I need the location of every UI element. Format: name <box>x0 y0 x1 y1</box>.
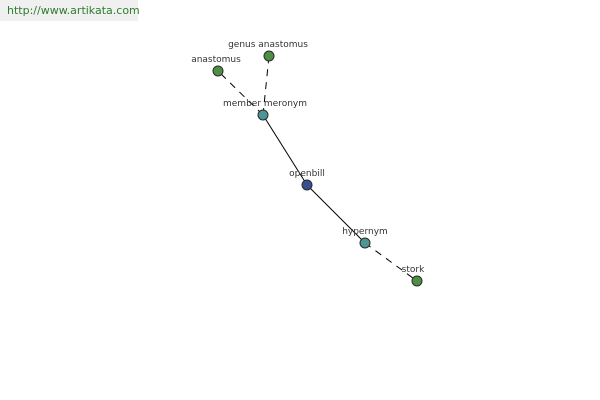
node-marker-member-meronym[interactable] <box>257 109 269 121</box>
edge-openbill-to-member-meronym <box>262 114 308 186</box>
node-member-meronym[interactable]: member meronym <box>223 99 307 121</box>
node-marker-anastomus[interactable] <box>212 65 224 77</box>
node-stork[interactable]: stork <box>402 265 425 287</box>
graph-edges <box>217 55 418 282</box>
node-marker-openbill[interactable] <box>301 179 313 191</box>
edge-hypernym-to-stork <box>364 242 418 282</box>
node-marker-stork[interactable] <box>411 275 423 287</box>
edge-openbill-to-hypernym <box>306 184 366 244</box>
node-label-genus-anastomus: genus anastomus <box>228 40 308 50</box>
node-marker-hypernym[interactable] <box>359 237 371 249</box>
node-label-hypernym: hypernym <box>342 227 388 237</box>
edge-member-meronym-to-genus-anastomus <box>262 55 270 116</box>
node-genus-anastomus[interactable]: genus anastomus <box>228 40 308 62</box>
graph-nodes: openbill member meronym hypernym anastomus g… <box>191 40 425 287</box>
node-openbill[interactable]: openbill <box>289 169 325 191</box>
edge-member-meronym-to-anastomus <box>217 70 264 116</box>
node-label-member-meronym: member meronym <box>223 99 307 109</box>
node-label-stork: stork <box>402 265 425 275</box>
node-hypernym[interactable]: hypernym <box>342 227 388 249</box>
node-marker-genus-anastomus[interactable] <box>263 50 275 62</box>
node-label-openbill: openbill <box>289 169 325 179</box>
site-watermark: http://www.artikata.com <box>0 0 140 21</box>
node-anastomus[interactable]: anastomus <box>191 55 241 77</box>
node-label-anastomus: anastomus <box>191 55 241 65</box>
